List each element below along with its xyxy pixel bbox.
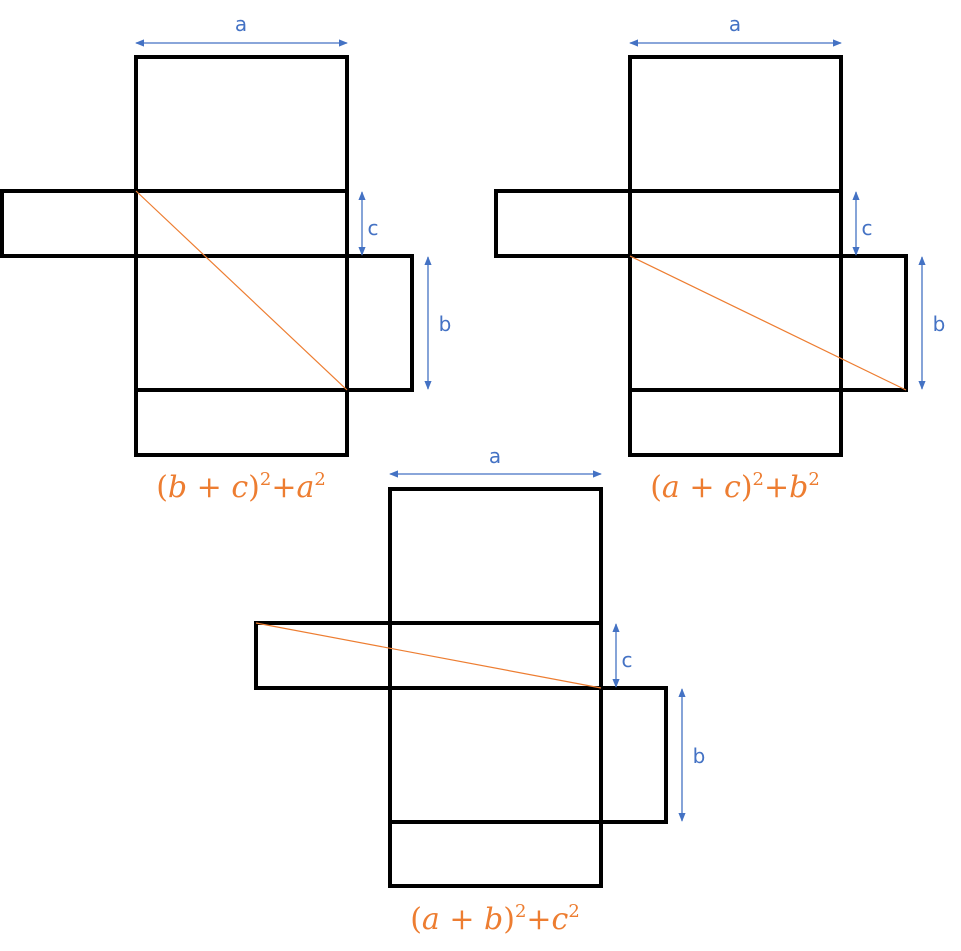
face-center [388,686,603,824]
dim-label-b: b [693,744,706,768]
face-right [839,254,908,392]
dim-label-a: a [489,444,501,468]
dim-label-a: a [235,12,247,36]
face-top [134,55,349,193]
face-right [345,254,414,392]
diagonal-path [629,255,907,391]
dim-label-b: b [933,312,946,336]
face-right [599,686,668,824]
face-lid [134,189,349,258]
face-bottom [134,388,349,457]
face-bottom [628,388,843,457]
face-lid [628,189,843,258]
net-2: a c b (a + c)2+b2 [494,12,946,505]
diagonal-path [255,622,602,689]
diagonal-path [135,190,348,391]
face-left [494,189,632,258]
formula-2: (a + c)2+b2 [650,469,820,505]
dim-label-c: c [862,216,873,240]
formula-3: (a + b)2+c2 [410,901,580,937]
face-center [134,254,349,392]
dim-label-c: c [368,216,379,240]
dim-label-a: a [729,12,741,36]
face-bottom [388,820,603,888]
face-center [628,254,843,392]
formula-1: (b + c)2+a2 [156,469,326,505]
face-left [254,621,392,690]
face-lid [388,621,603,690]
face-top [628,55,843,193]
net-3: a c b (a + b)2+c2 [254,444,706,937]
dim-label-b: b [439,312,452,336]
net-1: a c b (b + c)2+a2 [0,12,452,505]
face-left [0,189,138,258]
face-top [388,487,603,625]
dim-label-c: c [622,648,633,672]
